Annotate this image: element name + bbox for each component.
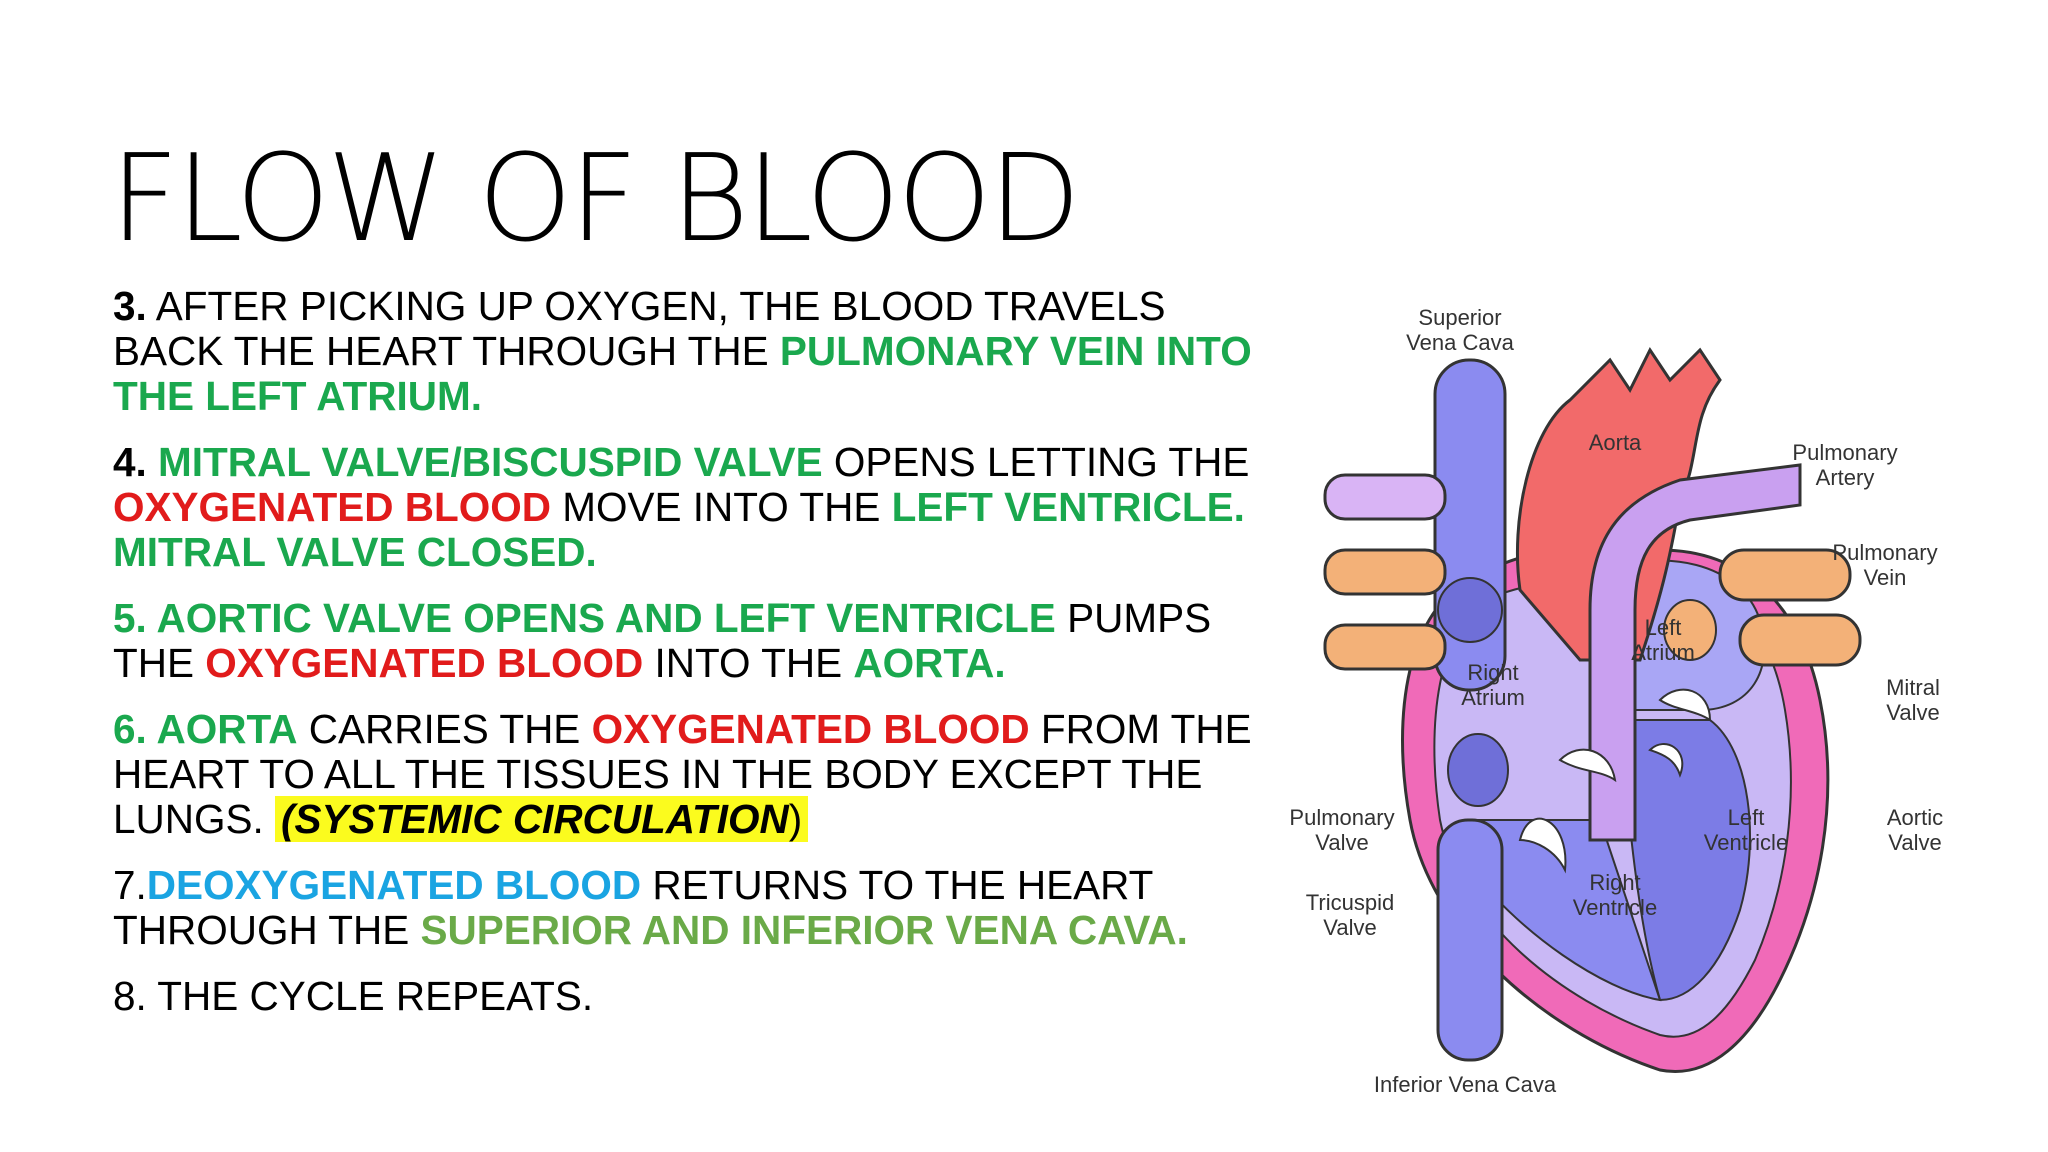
label-pulmonary-vein-1: Pulmonary bbox=[1832, 540, 1937, 565]
label-tricuspid-valve-1: Tricuspid bbox=[1306, 890, 1394, 915]
label-inferior-vena-cava: Inferior Vena Cava bbox=[1374, 1072, 1557, 1097]
step-6-text-1: CARRIES THE bbox=[297, 706, 592, 752]
pulmonary-vein-left-1 bbox=[1323, 548, 1447, 596]
pulmonary-vein-right-1 bbox=[1718, 548, 1852, 602]
step-8: 8. THE CYCLE REPEATS. bbox=[113, 974, 1273, 1019]
step-7: 7.DEOXYGENATED BLOOD RETURNS TO THE HEAR… bbox=[113, 863, 1273, 953]
step-5-aorta: AORTA. bbox=[853, 640, 1006, 686]
step-5-text-1: PUMPS THE bbox=[113, 595, 1212, 686]
label-mitral-valve-2: Valve bbox=[1886, 700, 1939, 725]
label-tricuspid-valve-2: Valve bbox=[1323, 915, 1376, 940]
label-left-ventricle-2: Ventricle bbox=[1704, 830, 1788, 855]
label-pulmonary-artery-2: Artery bbox=[1816, 465, 1875, 490]
step-4-oxygenated-blood: OXYGENATED BLOOD bbox=[113, 484, 552, 530]
label-right-ventricle-2: Ventricle bbox=[1573, 895, 1657, 920]
label-aortic-valve-1: Aortic bbox=[1887, 805, 1943, 830]
systemic-circulation-paren: ) bbox=[788, 796, 803, 842]
label-pulmonary-vein-2: Vein bbox=[1864, 565, 1907, 590]
label-superior-vena-cava-2: Vena Cava bbox=[1406, 330, 1514, 355]
step-5: 5. AORTIC VALVE OPENS AND LEFT VENTRICLE… bbox=[113, 596, 1273, 686]
label-left-ventricle-1: Left bbox=[1728, 805, 1765, 830]
vena-cava-opening-top bbox=[1437, 577, 1503, 643]
label-left-atrium-1: Left bbox=[1645, 615, 1682, 640]
pulmonary-vein-opening bbox=[1663, 599, 1717, 661]
step-7-vena-cava: SUPERIOR AND INFERIOR VENA CAVA. bbox=[420, 907, 1188, 953]
step-3-number: 3. bbox=[113, 283, 147, 329]
pulmonary-vein-right-2 bbox=[1738, 613, 1862, 667]
step-6-text-2: FROM THE HEART TO ALL THE TISSUES IN THE… bbox=[113, 706, 1252, 842]
systemic-circulation-text: (SYSTEMIC CIRCULATION bbox=[281, 796, 789, 842]
step-4-left-ventricle: LEFT VENTRICLE. MITRAL VALVE CLOSED. bbox=[113, 484, 1245, 575]
left-ventricle-shape bbox=[1618, 719, 1751, 1002]
step-5-text-2: INTO THE bbox=[643, 640, 854, 686]
tricuspid-valve-shape bbox=[1518, 817, 1567, 874]
label-pulmonary-artery-1: Pulmonary bbox=[1792, 440, 1897, 465]
aorta-shape bbox=[1516, 347, 1722, 662]
label-left-atrium-2: Atrium bbox=[1631, 640, 1695, 665]
label-pulmonary-valve-1: Pulmonary bbox=[1289, 805, 1394, 830]
label-right-atrium-1: Right bbox=[1467, 660, 1518, 685]
label-right-atrium-2: Atrium bbox=[1461, 685, 1525, 710]
step-3-text: AFTER PICKING UP OXYGEN, THE BLOOD TRAVE… bbox=[113, 283, 1166, 374]
mitral-valve-shape bbox=[1658, 688, 1712, 722]
step-6-aorta: 6. AORTA bbox=[113, 706, 298, 752]
inferior-vena-cava-shape bbox=[1436, 818, 1504, 1062]
pulmonary-artery-shape bbox=[1588, 463, 1802, 842]
step-4-text-2: MOVE INTO THE bbox=[551, 484, 892, 530]
step-4-mitral-valve: MITRAL VALVE/BISCUSPID VALVE bbox=[146, 439, 823, 485]
right-ventricle-shape bbox=[1468, 819, 1662, 1002]
step-3-pulmonary-vein: PULMONARY VEIN INTO THE LEFT ATRIUM. bbox=[113, 328, 1252, 419]
pulmonary-vein-left-2 bbox=[1323, 623, 1447, 671]
step-7-number: 7. bbox=[113, 862, 147, 908]
step-7-text: RETURNS TO THE HEART THROUGH THE bbox=[113, 862, 1153, 953]
heart-diagram: Superior Vena Cava Aorta Pulmonary Arter… bbox=[1289, 305, 1943, 1097]
step-7-deoxygenated-blood: DEOXYGENATED BLOOD bbox=[146, 862, 642, 908]
vena-cava-opening-bottom bbox=[1447, 733, 1509, 807]
label-superior-vena-cava-1: Superior bbox=[1418, 305, 1501, 330]
step-3: 3. AFTER PICKING UP OXYGEN, THE BLOOD TR… bbox=[113, 284, 1273, 419]
label-pulmonary-valve-2: Valve bbox=[1315, 830, 1368, 855]
pulmonary-valve-shape bbox=[1558, 748, 1617, 783]
step-8-text: 8. THE CYCLE REPEATS. bbox=[113, 973, 594, 1019]
step-6-oxygenated-blood: OXYGENATED BLOOD bbox=[591, 706, 1030, 752]
label-aortic-valve-2: Valve bbox=[1888, 830, 1941, 855]
aortic-valve-shape bbox=[1648, 743, 1684, 778]
steps-list: 3. AFTER PICKING UP OXYGEN, THE BLOOD TR… bbox=[113, 284, 1273, 1040]
pulmonary-artery-left-branch bbox=[1323, 473, 1447, 521]
label-mitral-valve-1: Mitral bbox=[1886, 675, 1940, 700]
step-5-oxygenated-blood: OXYGENATED BLOOD bbox=[205, 640, 644, 686]
systemic-circulation-highlight: (SYSTEMIC CIRCULATION) bbox=[275, 796, 809, 842]
label-right-ventricle-1: Right bbox=[1589, 870, 1640, 895]
step-4-number: 4. bbox=[113, 439, 147, 485]
step-4-text-1: OPENS LETTING THE bbox=[822, 439, 1250, 485]
step-5-aortic-valve: 5. AORTIC VALVE OPENS AND LEFT VENTRICLE bbox=[113, 595, 1056, 641]
label-aorta: Aorta bbox=[1589, 430, 1642, 455]
step-4: 4. MITRAL VALVE/BISCUSPID VALVE OPENS LE… bbox=[113, 440, 1273, 575]
slide-title: FLOW OF BLOOD bbox=[110, 130, 1081, 269]
step-6: 6. AORTA CARRIES THE OXYGENATED BLOOD FR… bbox=[113, 707, 1273, 842]
